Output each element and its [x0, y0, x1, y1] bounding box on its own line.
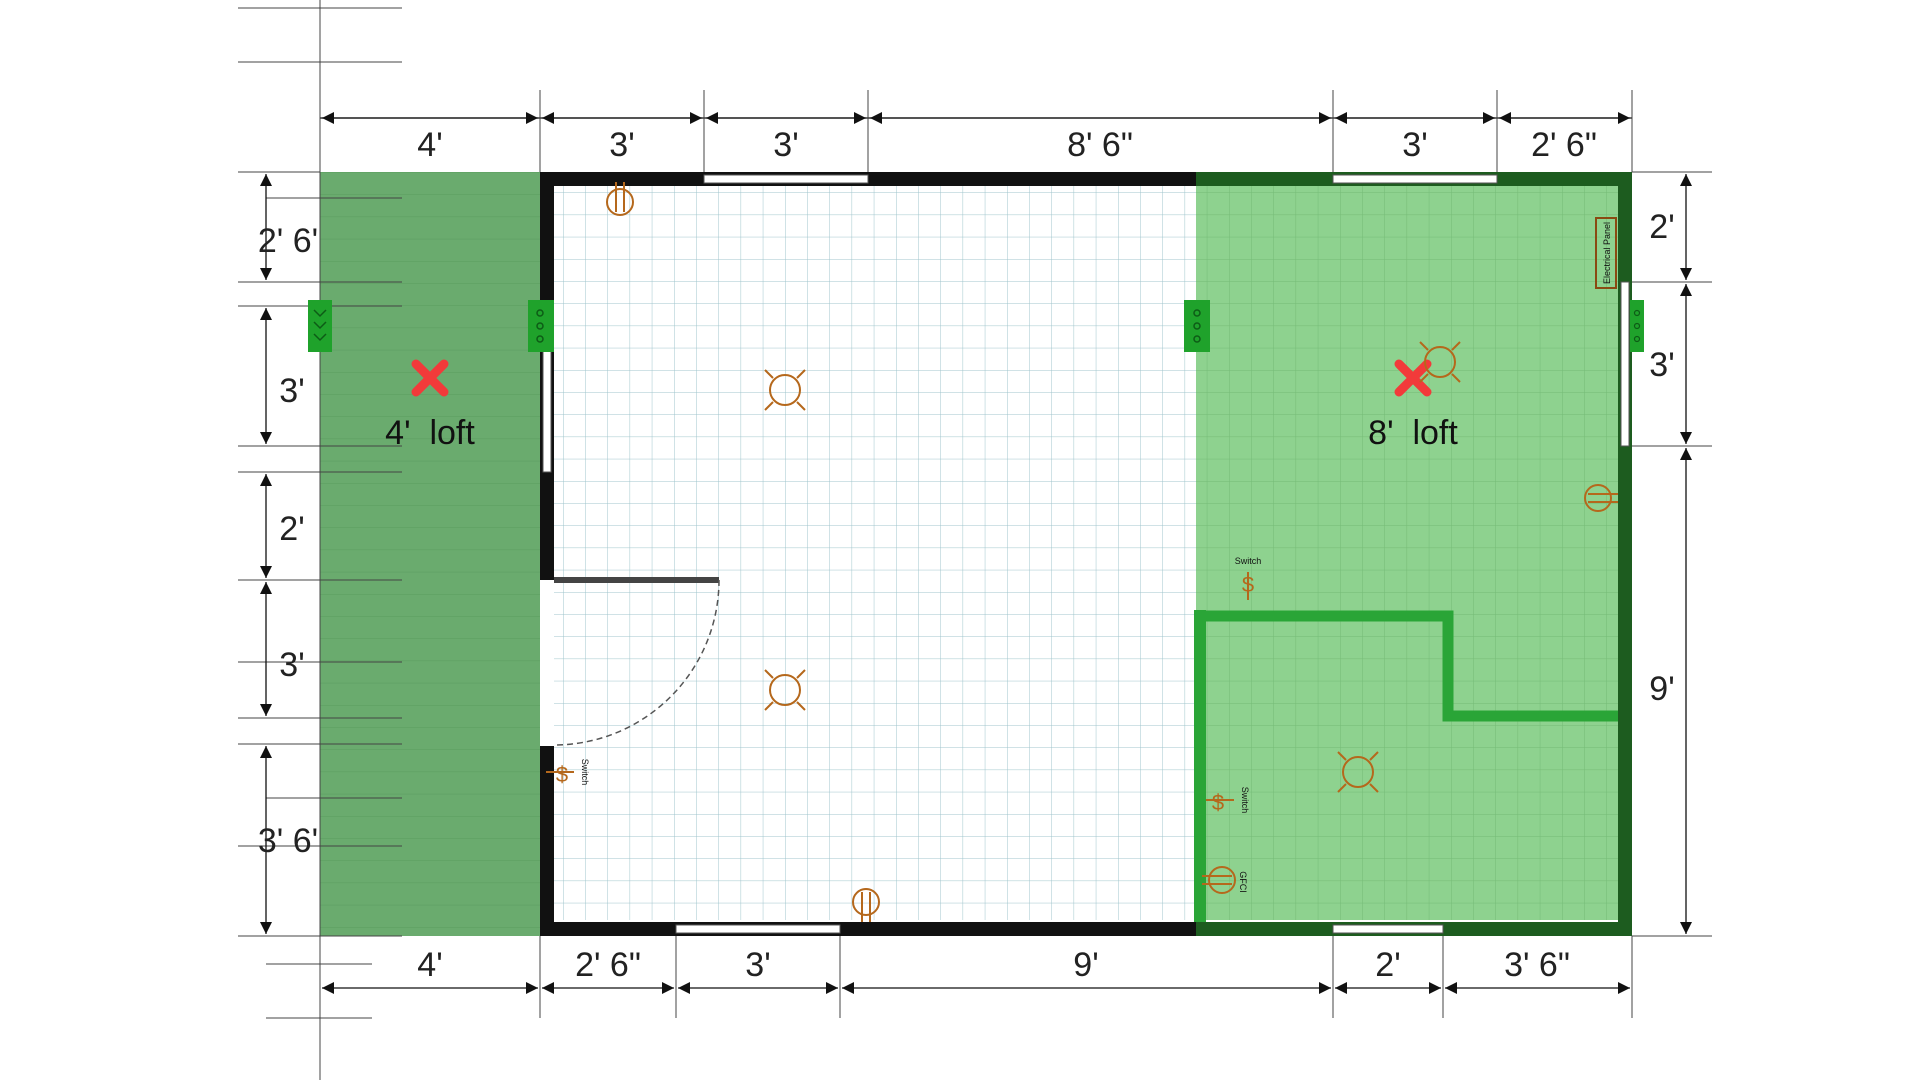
dim-bottom-1: 4' — [417, 946, 442, 984]
dim-bottom-6: 3' 6" — [1504, 946, 1570, 984]
loft-left-area — [320, 172, 540, 936]
outlet-icon — [1584, 484, 1618, 512]
switch-symbol: $ — [556, 762, 568, 787]
dim-right-3: 9' — [1649, 670, 1674, 708]
dim-top-4: 8' 6" — [1067, 126, 1133, 164]
main-room-floor — [546, 180, 1196, 920]
dim-right-1: 2' — [1649, 208, 1674, 246]
fixtures — [606, 182, 1618, 922]
ceiling-light-icon — [764, 669, 806, 711]
dim-top-5: 3' — [1402, 126, 1427, 164]
switch-symbol: $ — [1242, 572, 1254, 597]
switch-main: $ Switch — [546, 759, 590, 787]
loft-left-label: 4' loft — [385, 414, 475, 452]
dim-top-6: 2' 6" — [1531, 126, 1597, 164]
triple-outlet-icon — [308, 300, 332, 352]
red-x-icon — [1394, 359, 1432, 397]
outlet-icon — [606, 182, 634, 216]
loft-right-label: 8' loft — [1368, 414, 1458, 452]
dim-left-1: 2' 6' — [258, 222, 318, 260]
ceiling-light-icon — [764, 369, 806, 411]
outlet-icon — [852, 888, 880, 922]
dim-left-4: 3' — [279, 646, 304, 684]
switch-label-bath: Switch — [1240, 787, 1250, 814]
switch-label-main: Switch — [580, 759, 590, 786]
dim-top-3: 3' — [773, 126, 798, 164]
outlet-icon — [1202, 866, 1236, 894]
dim-left-5: 3' 6' — [258, 822, 318, 860]
dim-bottom-3: 3' — [745, 946, 770, 984]
switch-label-loft: Switch — [1235, 556, 1262, 566]
dim-left-2: 3' — [279, 372, 304, 410]
walls — [540, 172, 1632, 936]
ceiling-light-icon — [1337, 751, 1379, 793]
ceiling-light-icon — [1419, 341, 1461, 383]
triple-outlet-icon — [1184, 300, 1210, 352]
dim-top-2: 3' — [609, 126, 634, 164]
switch-loft: $ Switch — [1235, 556, 1262, 600]
dimensions-top: 4' 3' 3' 8' 6" 3' 2' 6" — [319, 90, 1633, 172]
dimensions-bottom: 4' 2' 6" 3' 9' 2' 3' 6" — [319, 936, 1633, 1018]
electrical-panel: Electrical Panel — [1595, 217, 1617, 289]
dim-top-1: 4' — [417, 126, 442, 164]
switch-symbol: $ — [1212, 790, 1224, 815]
dimensions-left: 2' 6' 3' 2' 3' 3' 6' — [238, 0, 402, 1080]
loft-right-area — [1196, 180, 1618, 920]
dim-bottom-5: 2' — [1375, 946, 1400, 984]
room-labels: 4' loft 8' loft — [385, 359, 1458, 452]
electrical-panel-label: Electrical Panel — [1602, 222, 1612, 284]
dimensions-right: 2' 3' 9' — [1632, 171, 1712, 937]
triple-outlet-icon — [528, 300, 554, 352]
switch-bath: $ Switch — [1206, 787, 1250, 815]
red-x-icon — [411, 359, 449, 397]
triple-outlet-icon — [1630, 300, 1644, 352]
dim-right-2: 3' — [1649, 346, 1674, 384]
gfci-label: GFCI — [1238, 871, 1248, 893]
dim-bottom-4: 9' — [1073, 946, 1098, 984]
dim-bottom-2: 2' 6" — [575, 946, 641, 984]
dim-left-3: 2' — [279, 510, 304, 548]
